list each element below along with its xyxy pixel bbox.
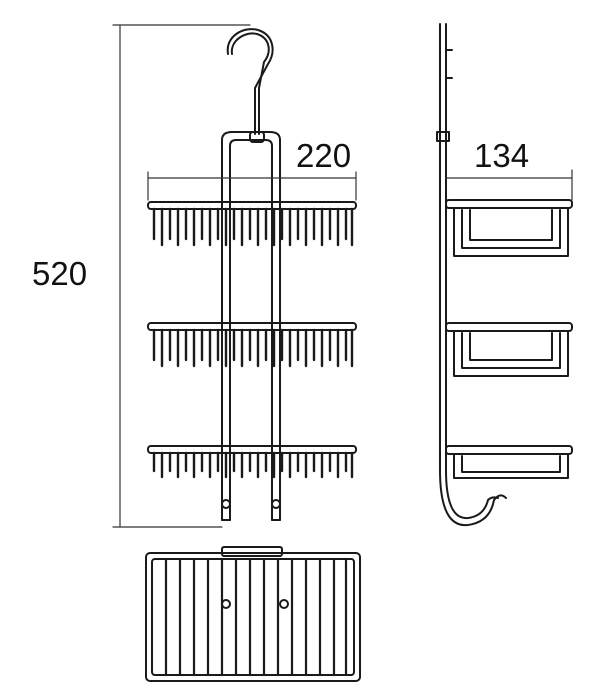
side-basket-top bbox=[445, 199, 573, 257]
front-tier-top bbox=[147, 201, 357, 247]
front-hook bbox=[226, 28, 274, 143]
top-view-basket bbox=[145, 546, 361, 682]
front-tier-bottom bbox=[147, 445, 357, 479]
side-basket-bottom bbox=[445, 445, 573, 479]
front-frame bbox=[221, 131, 281, 521]
width-dimension bbox=[147, 171, 357, 201]
side-basket-middle bbox=[445, 322, 573, 377]
side-pole bbox=[436, 23, 507, 527]
depth-dimension bbox=[445, 169, 573, 201]
depth-dimension-label: 134 bbox=[474, 137, 530, 174]
height-dimension-label: 520 bbox=[32, 255, 88, 292]
height-dimension bbox=[112, 24, 251, 528]
front-tier-middle bbox=[147, 322, 357, 368]
width-dimension-label: 220 bbox=[296, 137, 352, 174]
